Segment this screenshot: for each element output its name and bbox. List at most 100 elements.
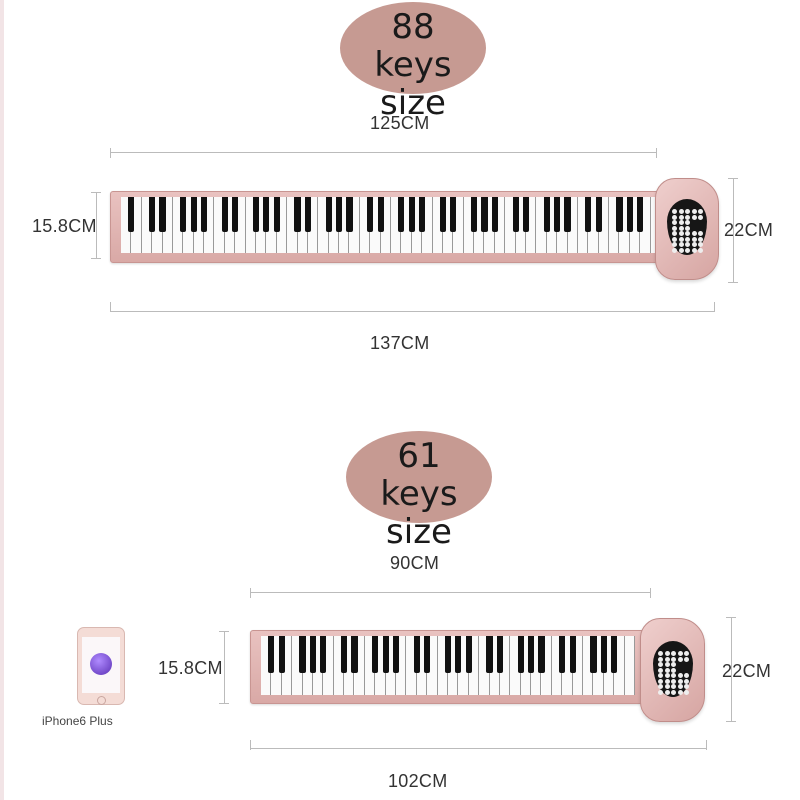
bubble-number: 61 [397, 436, 441, 476]
right-height-tick-top [726, 617, 736, 618]
black-key [450, 197, 457, 232]
screen-dot [678, 236, 684, 242]
black-key [517, 636, 524, 673]
black-key [392, 636, 400, 673]
black-key [382, 636, 389, 673]
left-height-tick-top [219, 631, 229, 632]
right-height-label: 22CM [724, 220, 774, 240]
white-key [276, 197, 288, 253]
black-key [439, 197, 447, 232]
black-key [351, 636, 358, 673]
screen-dot [677, 673, 683, 678]
screen-dot [658, 684, 663, 689]
black-key [304, 197, 312, 232]
white-key [468, 636, 480, 695]
black-key [564, 197, 571, 232]
screen-dot [671, 689, 676, 695]
black-key [149, 197, 156, 232]
screen-dot [698, 231, 703, 236]
black-key [377, 197, 384, 232]
screen-dot [678, 225, 684, 231]
white-key [567, 197, 578, 253]
white-key [380, 197, 391, 253]
black-key [325, 197, 332, 232]
screen-dot [685, 214, 690, 220]
white-key [307, 197, 319, 253]
screen-dot [698, 236, 703, 242]
black-key [554, 197, 561, 232]
screen-dot [658, 678, 663, 684]
screen-dot [678, 242, 684, 247]
phone-logo-icon [90, 653, 112, 675]
black-key [491, 197, 498, 232]
screen-dot [684, 684, 689, 689]
control-panel-88 [655, 178, 719, 280]
total-width-tick-left [250, 740, 251, 750]
screen-dot [691, 236, 697, 242]
black-key [340, 636, 348, 673]
total-width-label: 102CM [388, 771, 448, 791]
white-key [640, 197, 651, 253]
black-key [496, 636, 504, 673]
screen-dot [658, 651, 663, 656]
black-key [273, 197, 280, 232]
screen-dot [671, 667, 676, 673]
white-key [204, 197, 215, 253]
black-key [512, 197, 519, 232]
screen-dot [672, 209, 677, 214]
screen-dot [658, 673, 663, 678]
black-key [585, 197, 592, 232]
white-key [162, 197, 173, 253]
white-key [598, 197, 610, 253]
black-key [611, 636, 618, 673]
top-width-tick-right [650, 588, 651, 598]
white-key [422, 197, 433, 253]
phone-label: iPhone6 Plus [42, 714, 113, 728]
black-key [413, 636, 420, 673]
screen-dot [671, 684, 676, 689]
black-key [637, 197, 644, 232]
black-key [408, 197, 415, 232]
screen-dot [685, 242, 690, 247]
black-key [424, 636, 431, 673]
bubble-number: 88 [391, 7, 435, 47]
screen-dot [672, 214, 677, 220]
screen-dot [678, 209, 684, 214]
black-key [538, 636, 545, 673]
screen-dot [664, 651, 670, 656]
black-key [522, 197, 530, 232]
screen-dot [684, 651, 689, 656]
control-screen [653, 641, 693, 697]
white-key [281, 636, 293, 695]
phone-screen [82, 637, 120, 693]
black-key [263, 197, 270, 232]
black-key [294, 197, 301, 232]
screen-dot [664, 656, 670, 662]
left-height-tick-top [91, 192, 101, 193]
black-key [367, 197, 374, 232]
black-key [419, 197, 426, 232]
black-key [486, 636, 493, 673]
keyboard-61 [261, 636, 635, 695]
black-key [527, 636, 535, 673]
top-width-line [250, 592, 650, 593]
total-width-label: 137CM [370, 333, 430, 353]
screen-dot [685, 236, 690, 242]
screen-dot [658, 689, 663, 695]
keyboard-88 [121, 197, 661, 253]
screen-dot [691, 214, 697, 220]
screen-dot [677, 678, 683, 684]
screen-dot [684, 689, 689, 695]
top-width-line [110, 152, 656, 153]
black-key [221, 197, 228, 232]
white-key [131, 197, 142, 253]
screen-dot [698, 209, 703, 214]
screen-dot [677, 656, 683, 662]
white-key [349, 197, 360, 253]
screen-dot [672, 247, 677, 253]
black-key [444, 636, 452, 673]
black-key [569, 636, 576, 673]
black-key [335, 197, 343, 232]
white-key [526, 197, 537, 253]
control-panel-61 [640, 618, 705, 722]
